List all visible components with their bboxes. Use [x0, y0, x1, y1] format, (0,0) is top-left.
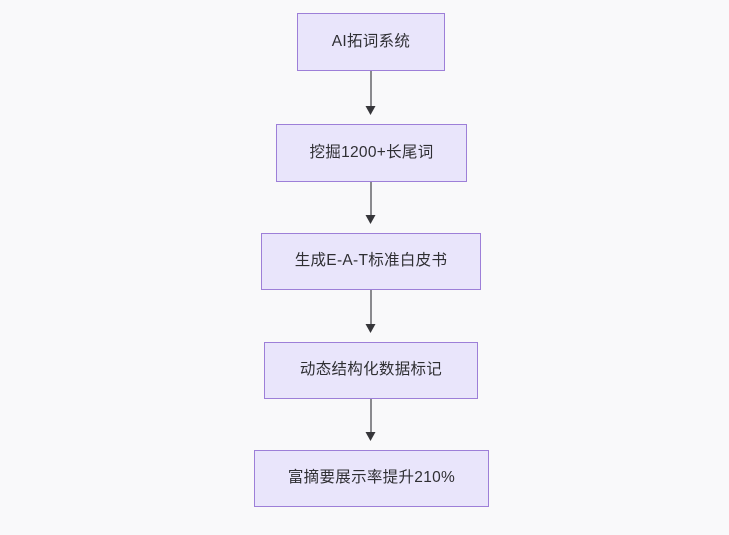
flow-node-label: 动态结构化数据标记	[299, 361, 443, 379]
edge-line	[370, 290, 372, 325]
arrowhead-icon	[365, 215, 376, 224]
arrowhead-icon	[365, 324, 376, 333]
edge-line	[370, 71, 372, 107]
arrowhead-icon	[365, 432, 376, 441]
flow-node-label: 富摘要展示率提升210%	[287, 469, 456, 487]
edge-line	[370, 182, 372, 216]
flow-node-label: 挖掘1200+长尾词	[309, 143, 434, 161]
edge-line	[370, 399, 372, 433]
flow-node-label: 生成E-A-T标准白皮书	[294, 252, 448, 270]
flow-node-structured-data-markup[interactable]: 动态结构化数据标记	[264, 342, 478, 399]
flow-node-label: AI拓词系统	[331, 32, 411, 50]
flow-node-longtail-keywords[interactable]: 挖掘1200+长尾词	[276, 124, 467, 182]
flow-node-eat-whitepaper[interactable]: 生成E-A-T标准白皮书	[261, 233, 481, 290]
arrowhead-icon	[365, 106, 376, 115]
flow-node-rich-snippet-uplift[interactable]: 富摘要展示率提升210%	[254, 450, 489, 507]
flow-node-ai-keyword-system[interactable]: AI拓词系统	[297, 13, 445, 71]
